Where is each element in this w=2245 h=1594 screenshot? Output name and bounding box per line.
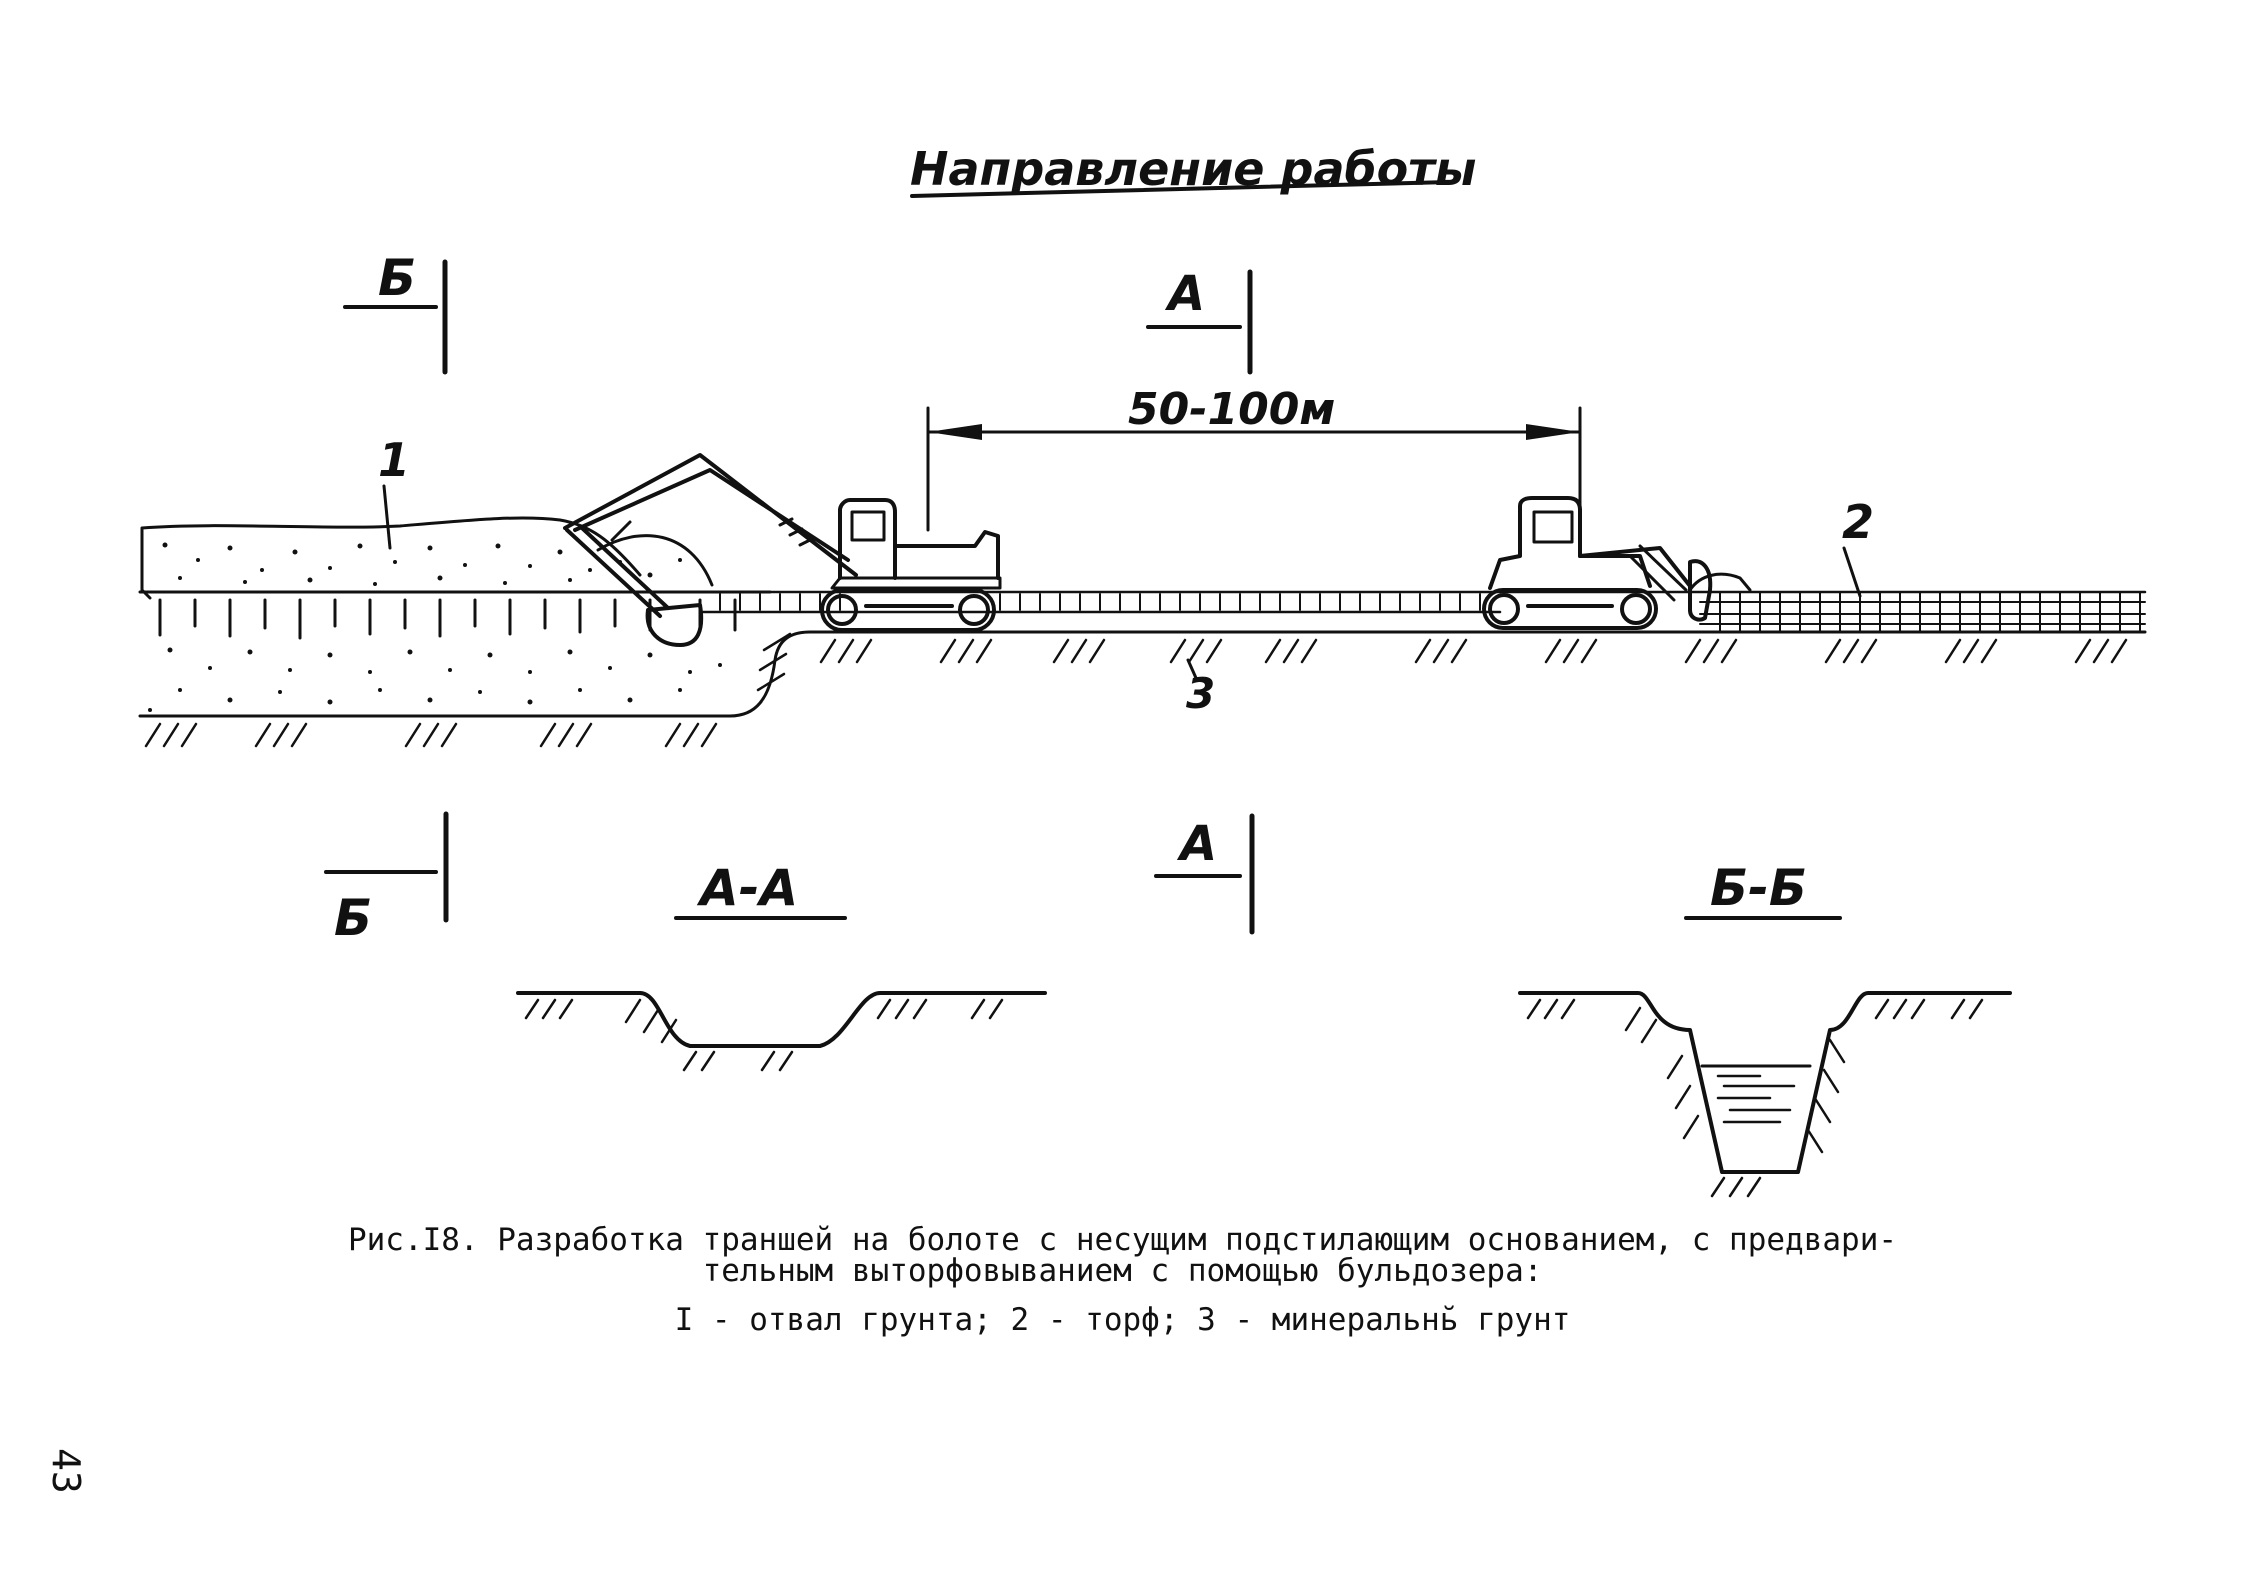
section-mark-b-top: Б bbox=[343, 249, 448, 375]
section-a-a-title: А-А bbox=[696, 859, 798, 917]
excavator bbox=[563, 453, 1002, 647]
bulldozer bbox=[1482, 496, 1713, 630]
section-b-b-title: Б-Б bbox=[1710, 859, 1807, 917]
section-mark-a-top-label: А bbox=[1164, 266, 1205, 322]
figure-caption-line-1: Рис.I8. Разработка траншей на болоте с н… bbox=[347, 1222, 1898, 1258]
mineral-soil: 3 bbox=[698, 590, 2128, 718]
section-mark-b-bottom-label: Б bbox=[334, 889, 372, 947]
section-mark-a-bottom-label: А bbox=[1176, 816, 1217, 872]
page-number: 43 bbox=[44, 1448, 88, 1494]
peat-layer-right: 2 bbox=[1498, 495, 2147, 634]
callout-1-label: 1 bbox=[378, 433, 410, 487]
section-mark-a-top: А bbox=[1146, 266, 1253, 375]
spoil-heap: 1 bbox=[140, 433, 714, 600]
distance-label: 50-100м bbox=[1128, 384, 1335, 435]
callout-2-label: 2 bbox=[1842, 495, 1874, 549]
section-b-b: Б-Б bbox=[1518, 859, 2012, 1198]
section-a-a: А-А bbox=[516, 859, 1047, 1072]
heading-underline bbox=[910, 180, 1452, 198]
section-mark-b-top-label: Б bbox=[378, 249, 416, 307]
section-mark-a-bottom: А bbox=[1154, 813, 1255, 935]
figure-caption-line-3: I - отвал грунта; 2 - торф; 3 - минераль… bbox=[674, 1302, 1571, 1338]
distance-dimension: 50-100м bbox=[926, 384, 1582, 532]
callout-3-label: 3 bbox=[1186, 669, 1215, 718]
section-mark-b-bottom: Б bbox=[324, 811, 449, 947]
peat-layer-left bbox=[138, 590, 1062, 748]
figure-caption-line-2: тельным выторфовыванием с помощью бульдо… bbox=[702, 1253, 1543, 1289]
